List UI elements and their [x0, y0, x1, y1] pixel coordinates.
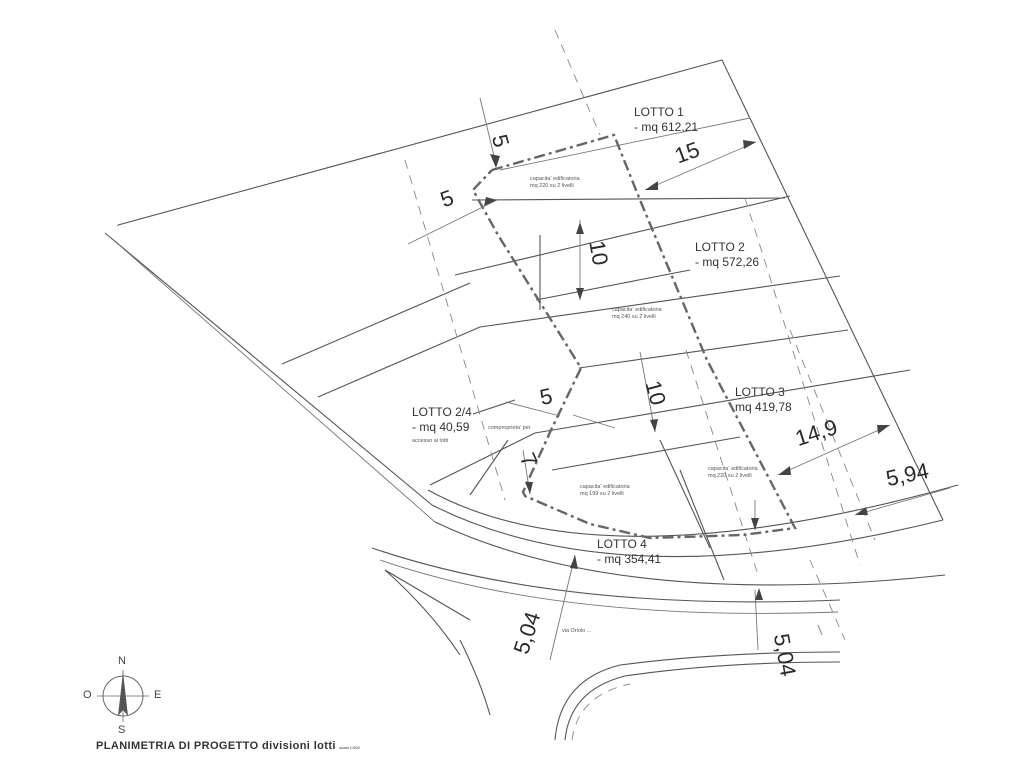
compass-rose [97, 670, 149, 722]
compass-east: E [154, 689, 162, 701]
lotto3-area: mq 419,78 [735, 400, 792, 414]
buildable-note-1: capacita' edificatoria mq 220 su 2 livel… [530, 176, 580, 189]
buildable-note-2: capacita' edificatoria mq 240 su 2 livel… [612, 307, 662, 320]
lotto2-area: - mq 572,26 [695, 255, 760, 269]
lotto24-label: LOTTO 2/4 - mq 40,59 [412, 405, 472, 435]
parcel-outline [104, 59, 959, 614]
lotto4-label: LOTTO 4 - mq 354,41 [597, 537, 661, 567]
lotto4-area: - mq 354,41 [597, 552, 662, 566]
buildable-note-4: capacita' edificatoria mq 199 su 2 livel… [580, 484, 630, 497]
lotto4-name: LOTTO 4 [597, 537, 647, 551]
lotto24-note-line1: comproprieta' per [488, 425, 531, 431]
lotto3-name: LOTTO 3 [735, 385, 785, 399]
street-label: via Oriolo ... [562, 628, 592, 634]
buildable-note-3: capacita' edificatoria mq 220 su 2 livel… [708, 466, 758, 479]
lotto3-label: LOTTO 3 mq 419,78 [735, 385, 792, 415]
lot-division-lines [117, 117, 911, 581]
drawing-scale: scala 1:500 [339, 745, 360, 750]
compass-west: O [83, 689, 92, 701]
buildable-area-boundary [471, 133, 797, 540]
compass-north: N [118, 655, 126, 667]
lotto24-name: LOTTO 2/4 [412, 405, 472, 419]
lotto24-area: - mq 40,59 [412, 420, 470, 434]
compass-south: S [118, 724, 126, 736]
lotto1-label: LOTTO 1 - mq 612,21 [634, 105, 698, 135]
lotto24-note-line2: accesso ai lotti [412, 438, 449, 444]
dimension-arrowheads [484, 140, 890, 600]
lotto1-area: - mq 612,21 [634, 120, 699, 134]
dimension-10-a: 10 [584, 238, 614, 268]
lotto1-name: LOTTO 1 [634, 105, 684, 119]
setback-lines [404, 29, 876, 641]
lotto2-name: LOTTO 2 [695, 240, 745, 254]
lotto2-label: LOTTO 2 - mq 572,26 [695, 240, 759, 270]
drawing-title-main: PLANIMETRIA DI PROGETTO divisioni lotti [96, 740, 336, 752]
dimension-lines [407, 97, 951, 661]
lower-road [384, 569, 841, 741]
drawing-title: PLANIMETRIA DI PROGETTO divisioni lotti … [96, 740, 360, 752]
